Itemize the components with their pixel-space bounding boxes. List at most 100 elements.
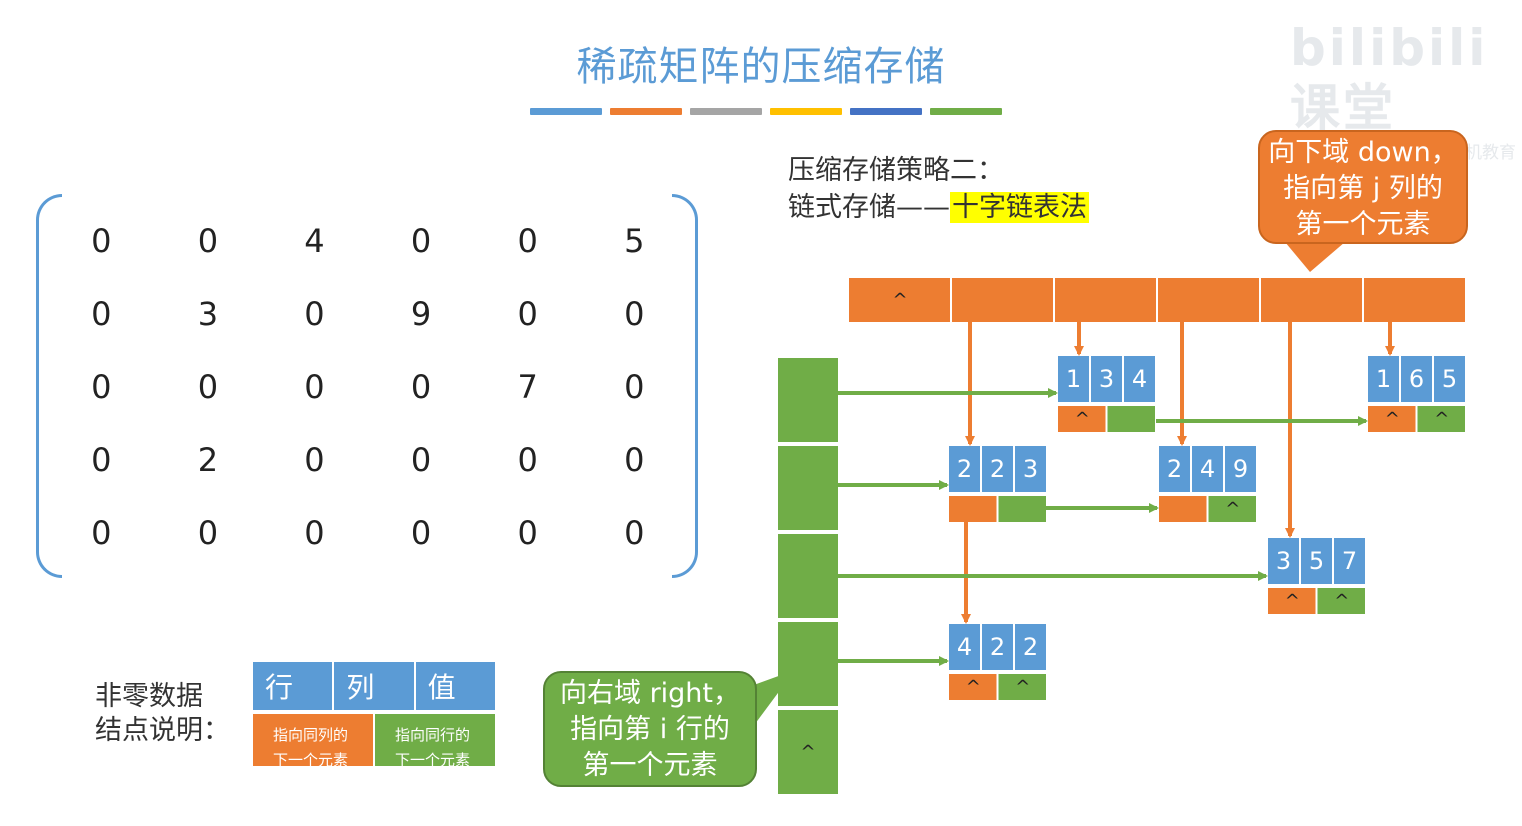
node-field-value: 2: [990, 455, 1005, 483]
title-bar-segment: [850, 108, 922, 115]
matrix-cell: 0: [410, 221, 432, 260]
legend-down-line2: 下一个元素: [273, 751, 349, 769]
matrix-cell: 0: [91, 513, 112, 552]
callout-down-line1: 向下域 down，: [1268, 137, 1458, 168]
node-field-value: 5: [1442, 365, 1457, 393]
strategy-line1: 压缩存储策略二：: [788, 155, 1004, 186]
title-bar-segment: [930, 108, 1002, 115]
callout-down-line3: 第一个元素: [1295, 209, 1431, 240]
matrix-cell: 0: [197, 513, 219, 552]
matrix-cell: 5: [624, 221, 645, 260]
column-head-cell: [1158, 278, 1259, 322]
node-field-value: 6: [1409, 365, 1424, 393]
legend-fields: 行 列 值: [253, 662, 495, 710]
node-field-cell: [1334, 538, 1365, 584]
node-field-cell: [1058, 356, 1089, 402]
strategy-line2: 链式存储——十字链表法: [788, 189, 1089, 226]
callout-right-line1: 向右域 right，: [559, 678, 741, 709]
matrix-cell: 0: [91, 294, 112, 333]
strategy-highlight: 十字链表法: [950, 192, 1089, 223]
node-field-cell: [1434, 356, 1465, 402]
node-down-pointer: [949, 674, 997, 700]
matrix-cell: 0: [624, 513, 645, 552]
node-down-null-symbol: ^: [1075, 409, 1090, 430]
legend-field-row: 行: [253, 662, 335, 710]
node-legend: 行 列 值 指向同列的 下一个元素 指向同行的 下一个元素: [253, 662, 495, 769]
node-field-cell: [1268, 538, 1299, 584]
title-bar-segment: [530, 108, 602, 115]
row-head-cell: [778, 446, 838, 530]
node-field-cell: [1159, 446, 1190, 492]
matrix-cell: 0: [91, 367, 112, 406]
node-field-cell: [982, 446, 1013, 492]
node-field-value: 9: [1233, 455, 1248, 483]
node-field-cell: [949, 624, 980, 670]
column-head-cell: [1364, 278, 1465, 322]
node-field-value: 4: [1132, 365, 1147, 393]
node-field-value: 1: [1376, 365, 1391, 393]
page-title: 稀疏矩阵的压缩存储: [576, 44, 946, 90]
node-down-pointer: [1268, 588, 1316, 614]
matrix-cell: 3: [197, 294, 219, 333]
row-head-cell: [778, 358, 838, 442]
node-down-pointer: [949, 496, 997, 522]
node-field-cell: [1225, 446, 1256, 492]
node-down-pointer: [1368, 406, 1416, 432]
matrix-cell: 0: [304, 367, 325, 406]
matrix-cell: 0: [517, 513, 538, 552]
down-callout-tail: [1285, 242, 1345, 272]
watermark-logo: bilibili课堂: [1290, 19, 1489, 137]
legend-down-line1: 指向同列的: [273, 726, 349, 744]
legend-label: 非零数据 结点说明：: [95, 680, 230, 748]
callout-down-line2: 指向第 j 列的: [1283, 173, 1443, 204]
matrix-cell: 0: [517, 221, 538, 260]
matrix-cell: 0: [304, 440, 325, 479]
matrix-cell: 0: [624, 440, 645, 479]
node-field-cell: [1401, 356, 1432, 402]
node-field-cell: [949, 446, 980, 492]
legend-label-line1: 非零数据: [95, 681, 203, 712]
node-down-null-symbol: ^: [1285, 591, 1300, 612]
node-field-value: 5: [1309, 547, 1324, 575]
legend-right-line1: 指向同行的: [395, 726, 471, 744]
matrix-cell: 0: [197, 367, 219, 406]
title-bar-segment: [610, 108, 682, 115]
matrix-cell: 0: [624, 294, 645, 333]
node-right-pointer: [1317, 588, 1365, 614]
legend-pointers: 指向同列的 下一个元素 指向同行的 下一个元素: [253, 714, 495, 769]
matrix-cell: 0: [91, 221, 112, 260]
matrix-cell: 0: [197, 221, 219, 260]
column-head-null-symbol: ^: [892, 290, 907, 311]
node-field-value: 1: [1066, 365, 1081, 393]
node-field-value: 2: [1023, 633, 1038, 661]
node-down-null-symbol: ^: [966, 677, 981, 698]
matrix-cell: 0: [304, 294, 325, 333]
node-field-cell: [1368, 356, 1399, 402]
node-field-value: 3: [1099, 365, 1114, 393]
node-down-null-symbol: ^: [1385, 409, 1400, 430]
matrix-cell: 0: [517, 440, 538, 479]
down-field-callout: 向下域 down， 指向第 j 列的 第一个元素: [1258, 130, 1468, 244]
node-right-null-symbol: ^: [1225, 499, 1240, 520]
node-field-value: 3: [1276, 547, 1291, 575]
matrix-cell: 0: [410, 440, 432, 479]
node-field-value: 2: [1167, 455, 1182, 483]
matrix-cell: 0: [91, 440, 112, 479]
title-bar-segment: [770, 108, 842, 115]
callout-right-line3: 第一个元素: [582, 750, 718, 781]
callout-right-line2: 指向第 i 行的: [570, 714, 730, 745]
node-right-null-symbol: ^: [1334, 591, 1349, 612]
matrix-cell: 7: [517, 367, 538, 406]
node-field-cell: [1124, 356, 1155, 402]
row-head-cell: [778, 534, 838, 618]
matrix-cell: 4: [304, 221, 325, 260]
row-head-cell: [778, 710, 838, 794]
column-head-cell: [952, 278, 1053, 322]
node-field-value: 4: [957, 633, 972, 661]
column-head-cell: [1261, 278, 1362, 322]
